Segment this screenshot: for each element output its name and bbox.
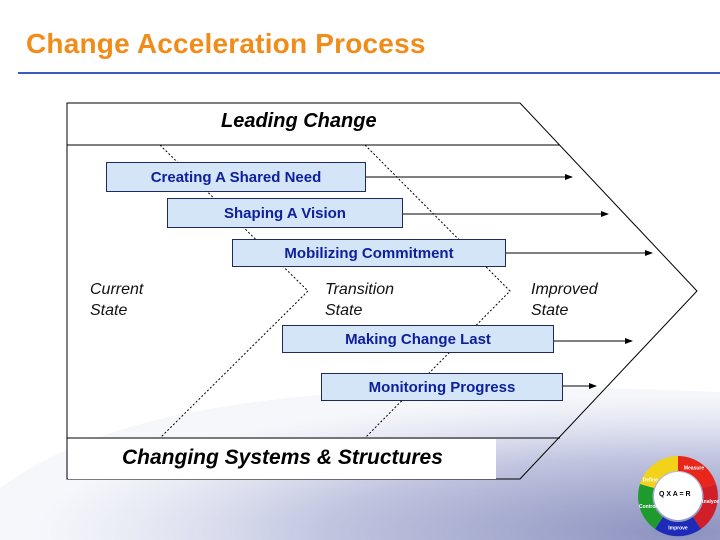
slide-title: Change Acceleration Process — [26, 28, 426, 59]
dashed-chevron-2 — [364, 144, 511, 439]
leading-change-label: Leading Change — [221, 110, 377, 132]
changing-systems-label: Changing Systems & Structures — [122, 446, 443, 469]
title-divider — [18, 72, 720, 74]
step-mobilizing-commitment: Mobilizing Commitment — [232, 239, 506, 267]
step-monitoring-progress: Monitoring Progress — [321, 373, 563, 401]
logo-center-text: Q X A = R — [659, 491, 691, 498]
logo-segment-analyze: Analyze — [700, 499, 719, 505]
step-creating-shared-need: Creating A Shared Need — [106, 162, 366, 192]
logo-segment-measure: Measure — [684, 466, 705, 472]
logo-segment-improve: Improve — [668, 525, 688, 531]
dashed-chevron-1 — [159, 144, 309, 439]
state-current: Current State — [90, 281, 144, 319]
step-making-change-last: Making Change Last — [282, 325, 554, 353]
logo-segment-control: Control — [639, 504, 657, 510]
dmaic-logo — [638, 456, 718, 537]
outer-chevron — [66, 102, 698, 480]
state-improved: Improved State — [531, 281, 598, 319]
state-transition: Transition State — [325, 281, 395, 319]
step-shaping-vision: Shaping A Vision — [167, 198, 403, 228]
logo-segment-define: Define — [643, 477, 659, 483]
